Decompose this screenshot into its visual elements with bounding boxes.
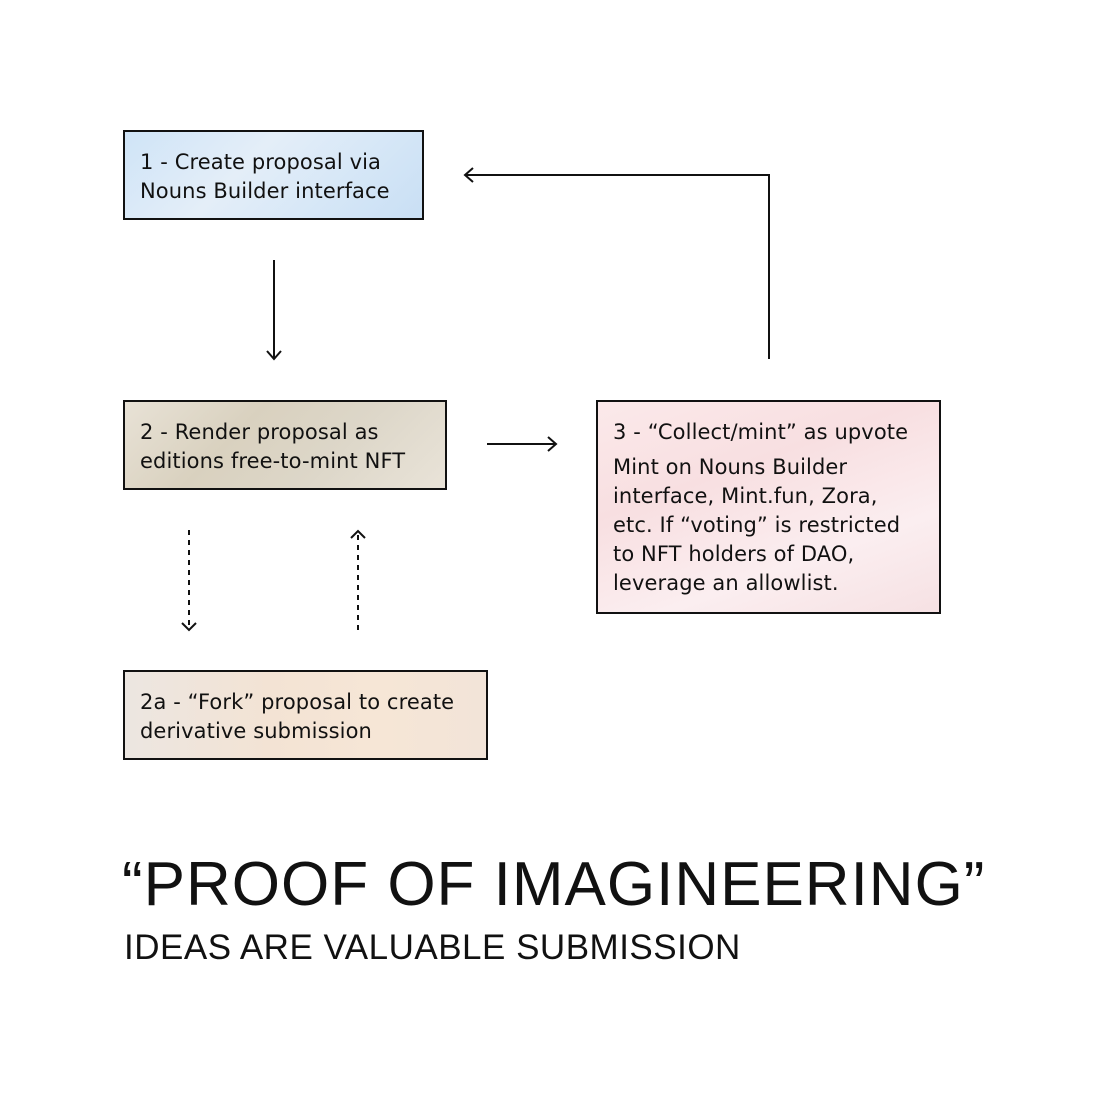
step3-description: Mint on Nouns Builder interface, Mint.fu… [613,455,901,595]
arrow-step1-to-step2 [266,260,282,361]
step1-node: 1 - Create proposal via Nouns Builder in… [123,130,424,220]
step3-label: 3 - “Collect/mint” as upvote [613,420,909,444]
arrow-step2a-to-step2-head [350,529,366,539]
main-heading: “PROOF OF IMAGINEERING” [122,850,986,919]
subheading: IDEAS ARE VALUABLE SUBMISSION [124,928,741,967]
step2a-label: 2a - “Fork” proposal to create derivativ… [140,690,455,743]
step1-label: 1 - Create proposal via Nouns Builder in… [140,150,390,203]
arrow-step2-to-step3 [487,436,558,452]
step2-label: 2 - Render proposal as editions free-to-… [140,420,406,473]
step2-node: 2 - Render proposal as editions free-to-… [123,400,447,490]
arrow-step3-to-step1 [463,167,770,359]
step2a-node: 2a - “Fork” proposal to create derivativ… [123,670,488,760]
step3-node: 3 - “Collect/mint” as upvote Mint on Nou… [596,400,941,614]
arrow-step2-to-step2a-head [181,622,197,632]
